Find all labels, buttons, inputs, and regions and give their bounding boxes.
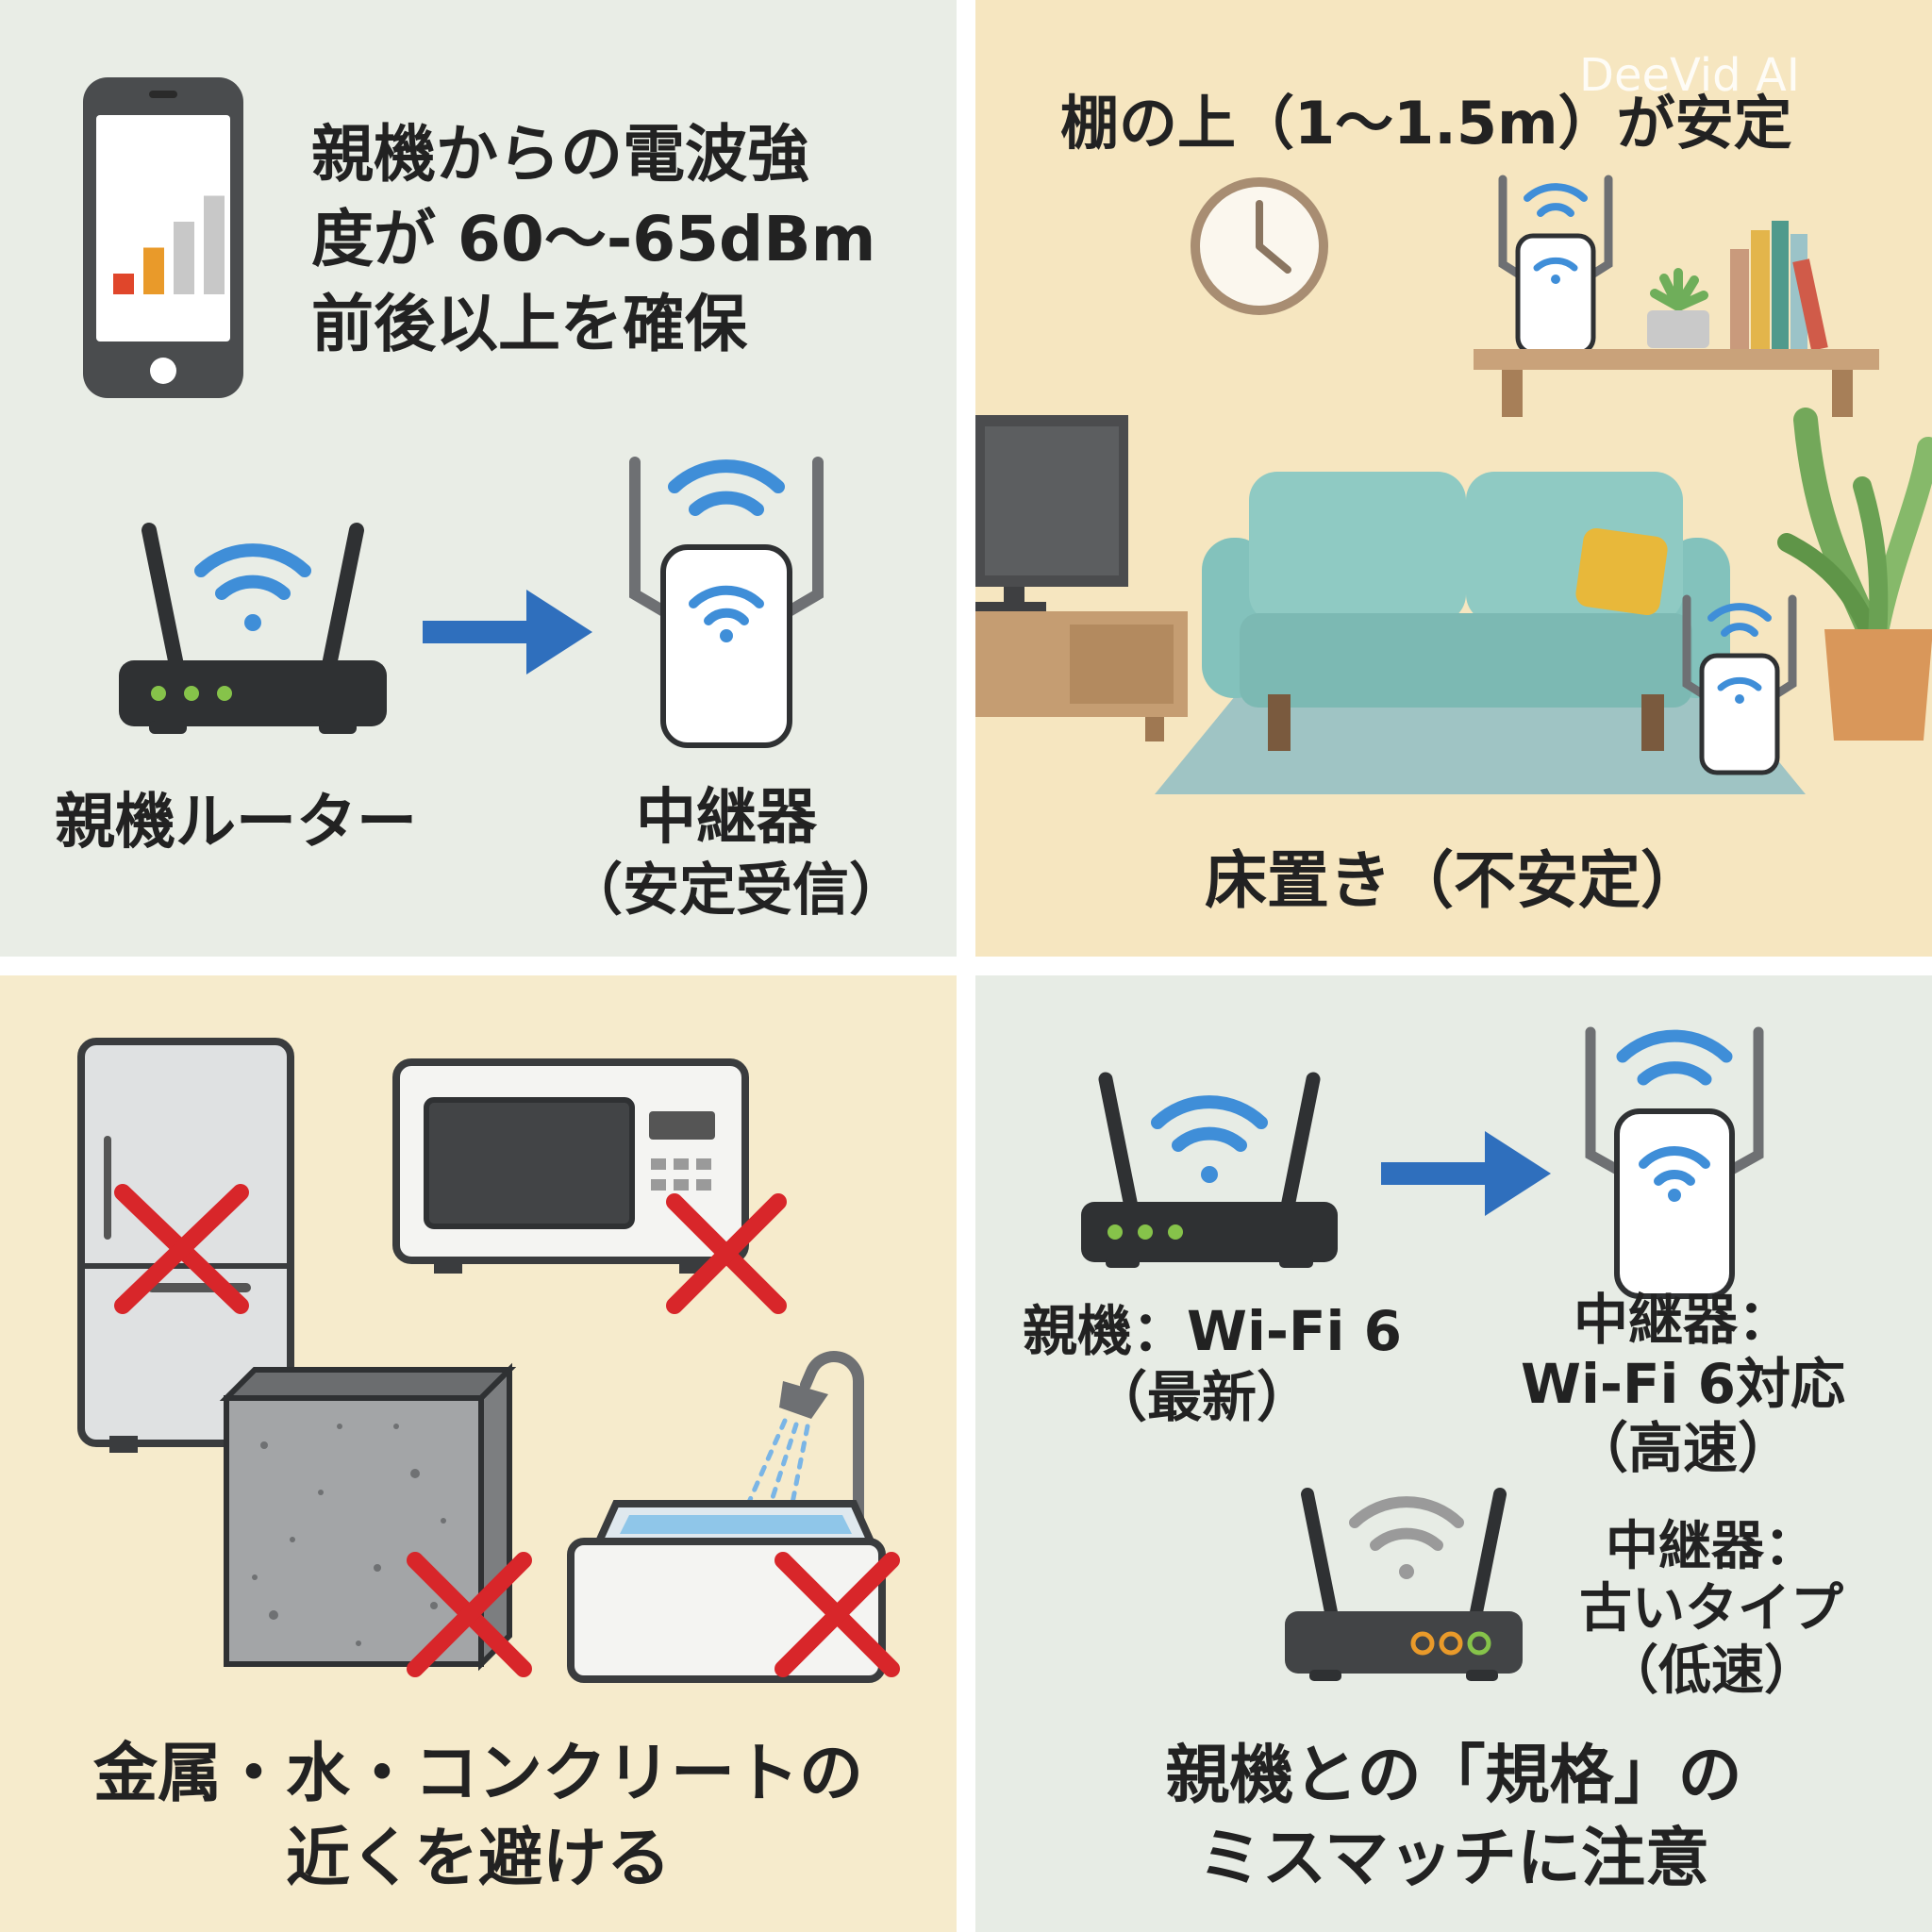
repeater-icon [629, 457, 824, 748]
books-icon [1730, 221, 1828, 351]
cross-icon [114, 1184, 249, 1314]
standards-title-line1: 親機との「規格」の [1165, 1739, 1742, 1813]
parent-standard-label: 親機：Wi-Fi 6 [1023, 1299, 1402, 1363]
wifi-icon [194, 543, 311, 631]
floor-repeater-icon [1682, 594, 1797, 775]
cushion-icon [1575, 527, 1668, 616]
obstacles-title-line1: 金属・水・コンクリートの [92, 1737, 863, 1811]
signal-bar [143, 247, 164, 294]
old-router-icon [1285, 1488, 1523, 1681]
obstacles-title-line2: 近くを避ける [285, 1822, 671, 1896]
repeater-old-line3: （低速） [1606, 1641, 1817, 1702]
signal-tip-line2: 度が 60〜-65dBm [311, 203, 876, 275]
repeater-new-line2: Wi-Fi 6対応 [1521, 1352, 1845, 1416]
repeater-label: 中継器 [636, 783, 817, 853]
cross-marks [114, 1184, 900, 1677]
repeater-sublabel: （安定受信） [566, 858, 906, 924]
smartphone-icon [83, 77, 243, 398]
tv-icon [975, 415, 1128, 611]
plant-small-icon [1647, 268, 1709, 348]
signal-bar [113, 274, 134, 294]
weak-wifi-icon [1349, 1496, 1464, 1579]
concrete-block-icon [219, 1362, 517, 1672]
router-label: 親機ルーター [55, 788, 417, 858]
standards-panel: 親機：Wi-Fi 6 （最新） 中継器： Wi-Fi 6対応 （高速） 中継器：… [975, 975, 1932, 1932]
plant-large-icon [1777, 408, 1932, 741]
tv-stand [975, 611, 1188, 741]
placement-title: 棚の上（1〜1.5m）が安定 [1060, 89, 1792, 158]
watermark: DeeVid AI [1579, 49, 1800, 102]
repeater-old-line2: 古いタイプ [1579, 1578, 1843, 1640]
wifi-icon [668, 459, 785, 516]
standards-title-line2: ミスマッチに注意 [1198, 1822, 1709, 1896]
wall-shelf [1474, 349, 1879, 417]
signal-bar [204, 195, 225, 294]
router-icon [1081, 1072, 1338, 1268]
signal-tip-line1: 親機からの電波強 [311, 118, 809, 191]
cross-icon [774, 1552, 900, 1677]
microwave-icon [392, 1058, 749, 1274]
arrow-icon [1381, 1131, 1551, 1216]
wifi-icon [1151, 1095, 1268, 1183]
clock-icon [1191, 177, 1328, 315]
signal-bars-icon [113, 195, 225, 294]
repeater-new-line1: 中継器： [1573, 1288, 1792, 1352]
signal-strength-panel: 親機からの電波強 度が 60〜-65dBm 前後以上を確保 親機ルーター 中継器… [0, 0, 957, 957]
cross-icon [666, 1193, 787, 1314]
arrow-icon [423, 590, 592, 675]
repeater-old-line1: 中継器： [1606, 1516, 1817, 1577]
signal-bar [174, 222, 194, 294]
placement-panel: 棚の上（1〜1.5m）が安定 DeeVid AI [975, 0, 1932, 957]
repeater-icon [1585, 1026, 1764, 1299]
shelf-repeater-icon [1498, 175, 1613, 356]
repeater-new-line3: （高速） [1573, 1416, 1792, 1480]
signal-tip-line3: 前後以上を確保 [311, 288, 747, 360]
obstacles-panel: 金属・水・コンクリートの 近くを避ける [0, 975, 957, 1932]
floor-placement-label: 床置き（不安定） [1205, 844, 1703, 917]
router-icon [119, 523, 387, 734]
parent-standard-sublabel: （最新） [1091, 1365, 1311, 1429]
cross-icon [407, 1552, 532, 1677]
